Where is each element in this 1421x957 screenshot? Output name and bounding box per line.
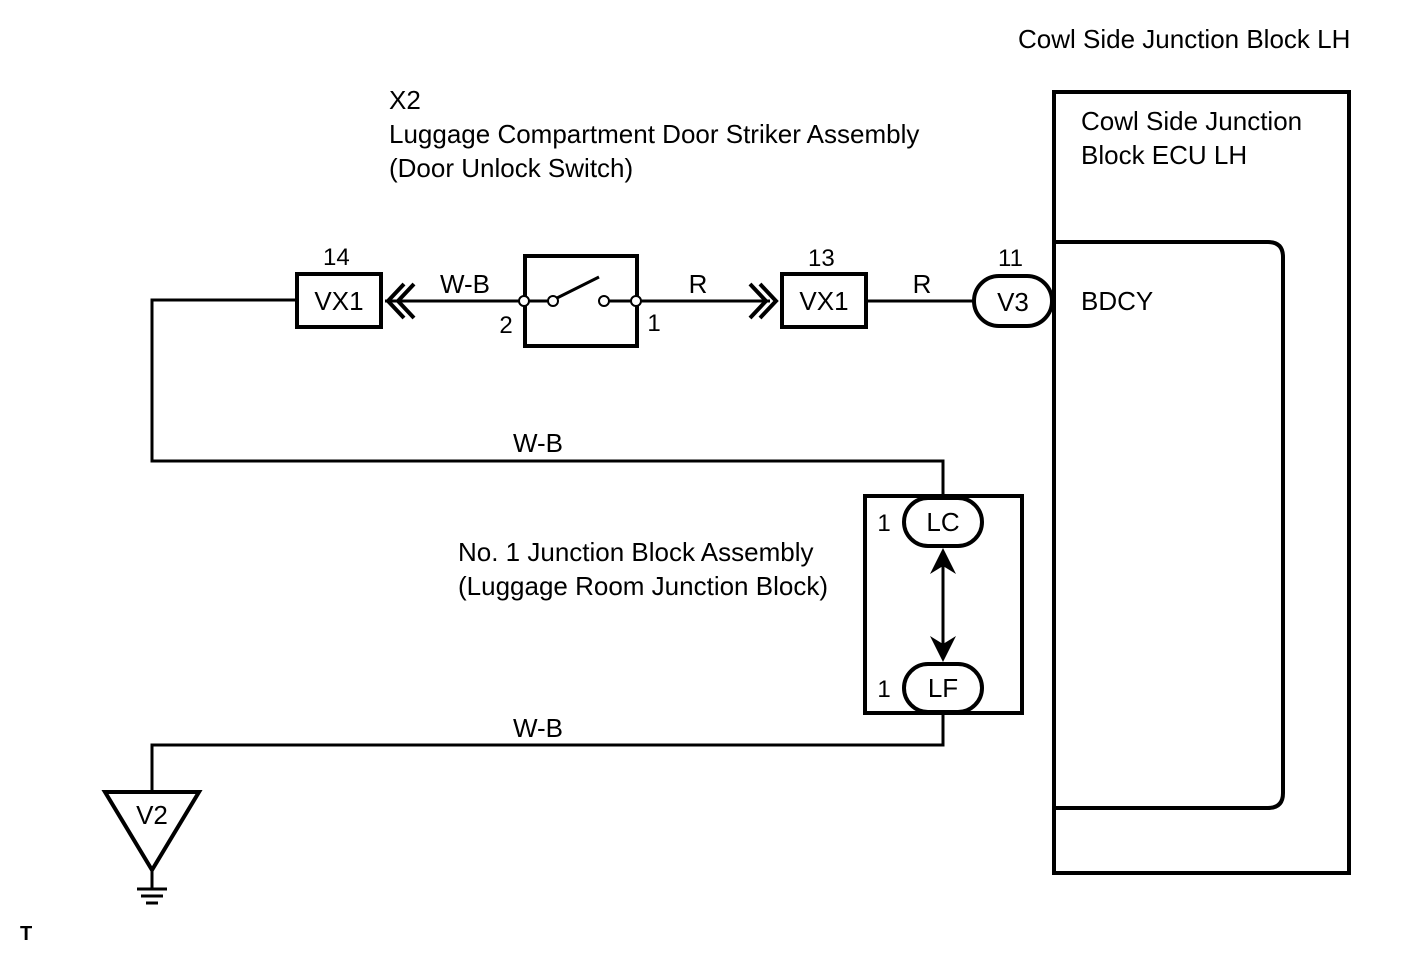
ground-point-v2	[101, 790, 203, 874]
arrow-down-icon	[930, 636, 956, 662]
switch-contact-right	[598, 295, 610, 307]
lc-label: LC	[926, 507, 959, 537]
wire-wb-bottom-label: W-B	[513, 713, 563, 743]
wire-r-left-label: R	[689, 269, 708, 299]
connector-v3	[972, 274, 1054, 328]
switch-terminal-1	[630, 295, 642, 307]
connector-vx1-left	[295, 272, 383, 329]
lf-pin: 1	[877, 676, 890, 703]
junction-block-name: No. 1 Junction Block Assembly	[458, 537, 814, 567]
vx1-right-label: VX1	[799, 286, 848, 316]
switch-pin-left: 2	[499, 312, 512, 339]
chevron-right-icon-2	[758, 282, 779, 320]
vx1-left-label: VX1	[314, 286, 363, 316]
cowl-block-title: Cowl Side Junction Block LH	[1018, 24, 1350, 54]
vx1-left-pin: 14	[323, 244, 350, 271]
ecu-outline	[1056, 240, 1285, 810]
striker-code: X2	[389, 85, 421, 115]
striker-subname: (Door Unlock Switch)	[389, 153, 633, 183]
ground-label: V2	[136, 800, 168, 830]
footer-mark: T	[20, 923, 32, 945]
wire-r-right-label: R	[913, 269, 932, 299]
wire-wb-loop	[150, 298, 945, 498]
striker-name: Luggage Compartment Door Striker Assembl…	[389, 119, 919, 149]
vx1-right-pin: 13	[808, 245, 835, 272]
ecu-name-line1: Cowl Side Junction	[1081, 106, 1302, 136]
switch-terminal-2	[518, 295, 530, 307]
terminal-lc	[902, 496, 984, 548]
wire-wb-middle-label: W-B	[513, 428, 563, 458]
switch-pin-right: 1	[647, 310, 660, 337]
v3-pin: 11	[998, 245, 1023, 272]
v3-label: V3	[997, 287, 1029, 317]
ecu-name-line2: Block ECU LH	[1081, 140, 1247, 170]
chevron-right-icon	[748, 282, 769, 320]
terminal-bdcy: BDCY	[1081, 286, 1153, 316]
switch-contact-arm	[552, 275, 600, 302]
junction-block-subname: (Luggage Room Junction Block)	[458, 571, 828, 601]
wire-wb-top-label: W-B	[440, 269, 490, 299]
switch-contact-left	[547, 295, 559, 307]
connector-vx1-right	[780, 272, 868, 329]
ground-icon	[137, 887, 167, 905]
arrow-up-icon	[930, 548, 956, 574]
wire-wb-ground	[150, 712, 945, 792]
lf-label: LF	[928, 673, 958, 703]
lc-pin: 1	[877, 510, 890, 537]
